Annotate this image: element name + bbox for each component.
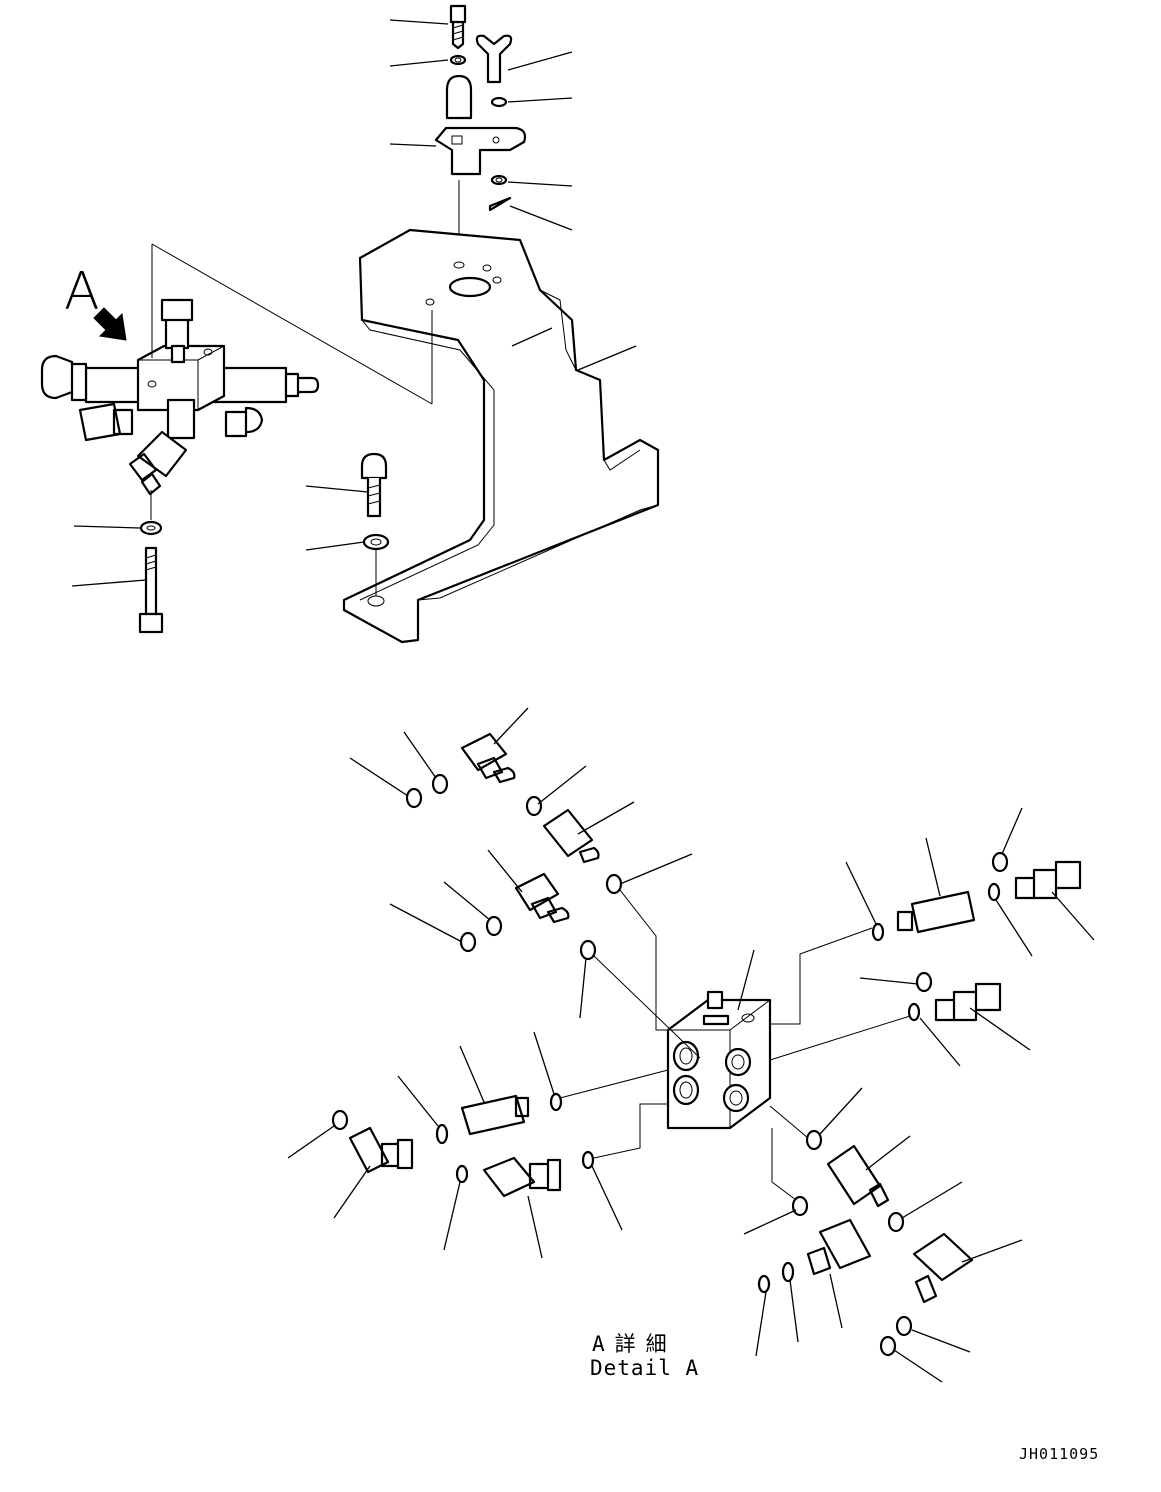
detail-fittings [348, 732, 1082, 1304]
bracket-bolt [360, 452, 390, 596]
detail-connection-lines [559, 889, 911, 1201]
detail-manifold-block [666, 990, 772, 1130]
detail-o-rings [331, 773, 1009, 1357]
projection-line [151, 243, 433, 405]
detail-caption-japanese: A詳細 [592, 1332, 677, 1356]
top-hardware-stack [434, 4, 527, 262]
valve-assembly [40, 298, 320, 634]
drawing-number: JH011095 [1019, 1445, 1100, 1463]
leader-lines-detail [287, 707, 1095, 1383]
leader-lines-top [71, 19, 637, 587]
view-marker-letter: A [64, 262, 100, 322]
detail-caption-english: Detail A [590, 1356, 700, 1380]
mounting-bracket [342, 228, 660, 644]
view-arrow [93, 307, 127, 341]
